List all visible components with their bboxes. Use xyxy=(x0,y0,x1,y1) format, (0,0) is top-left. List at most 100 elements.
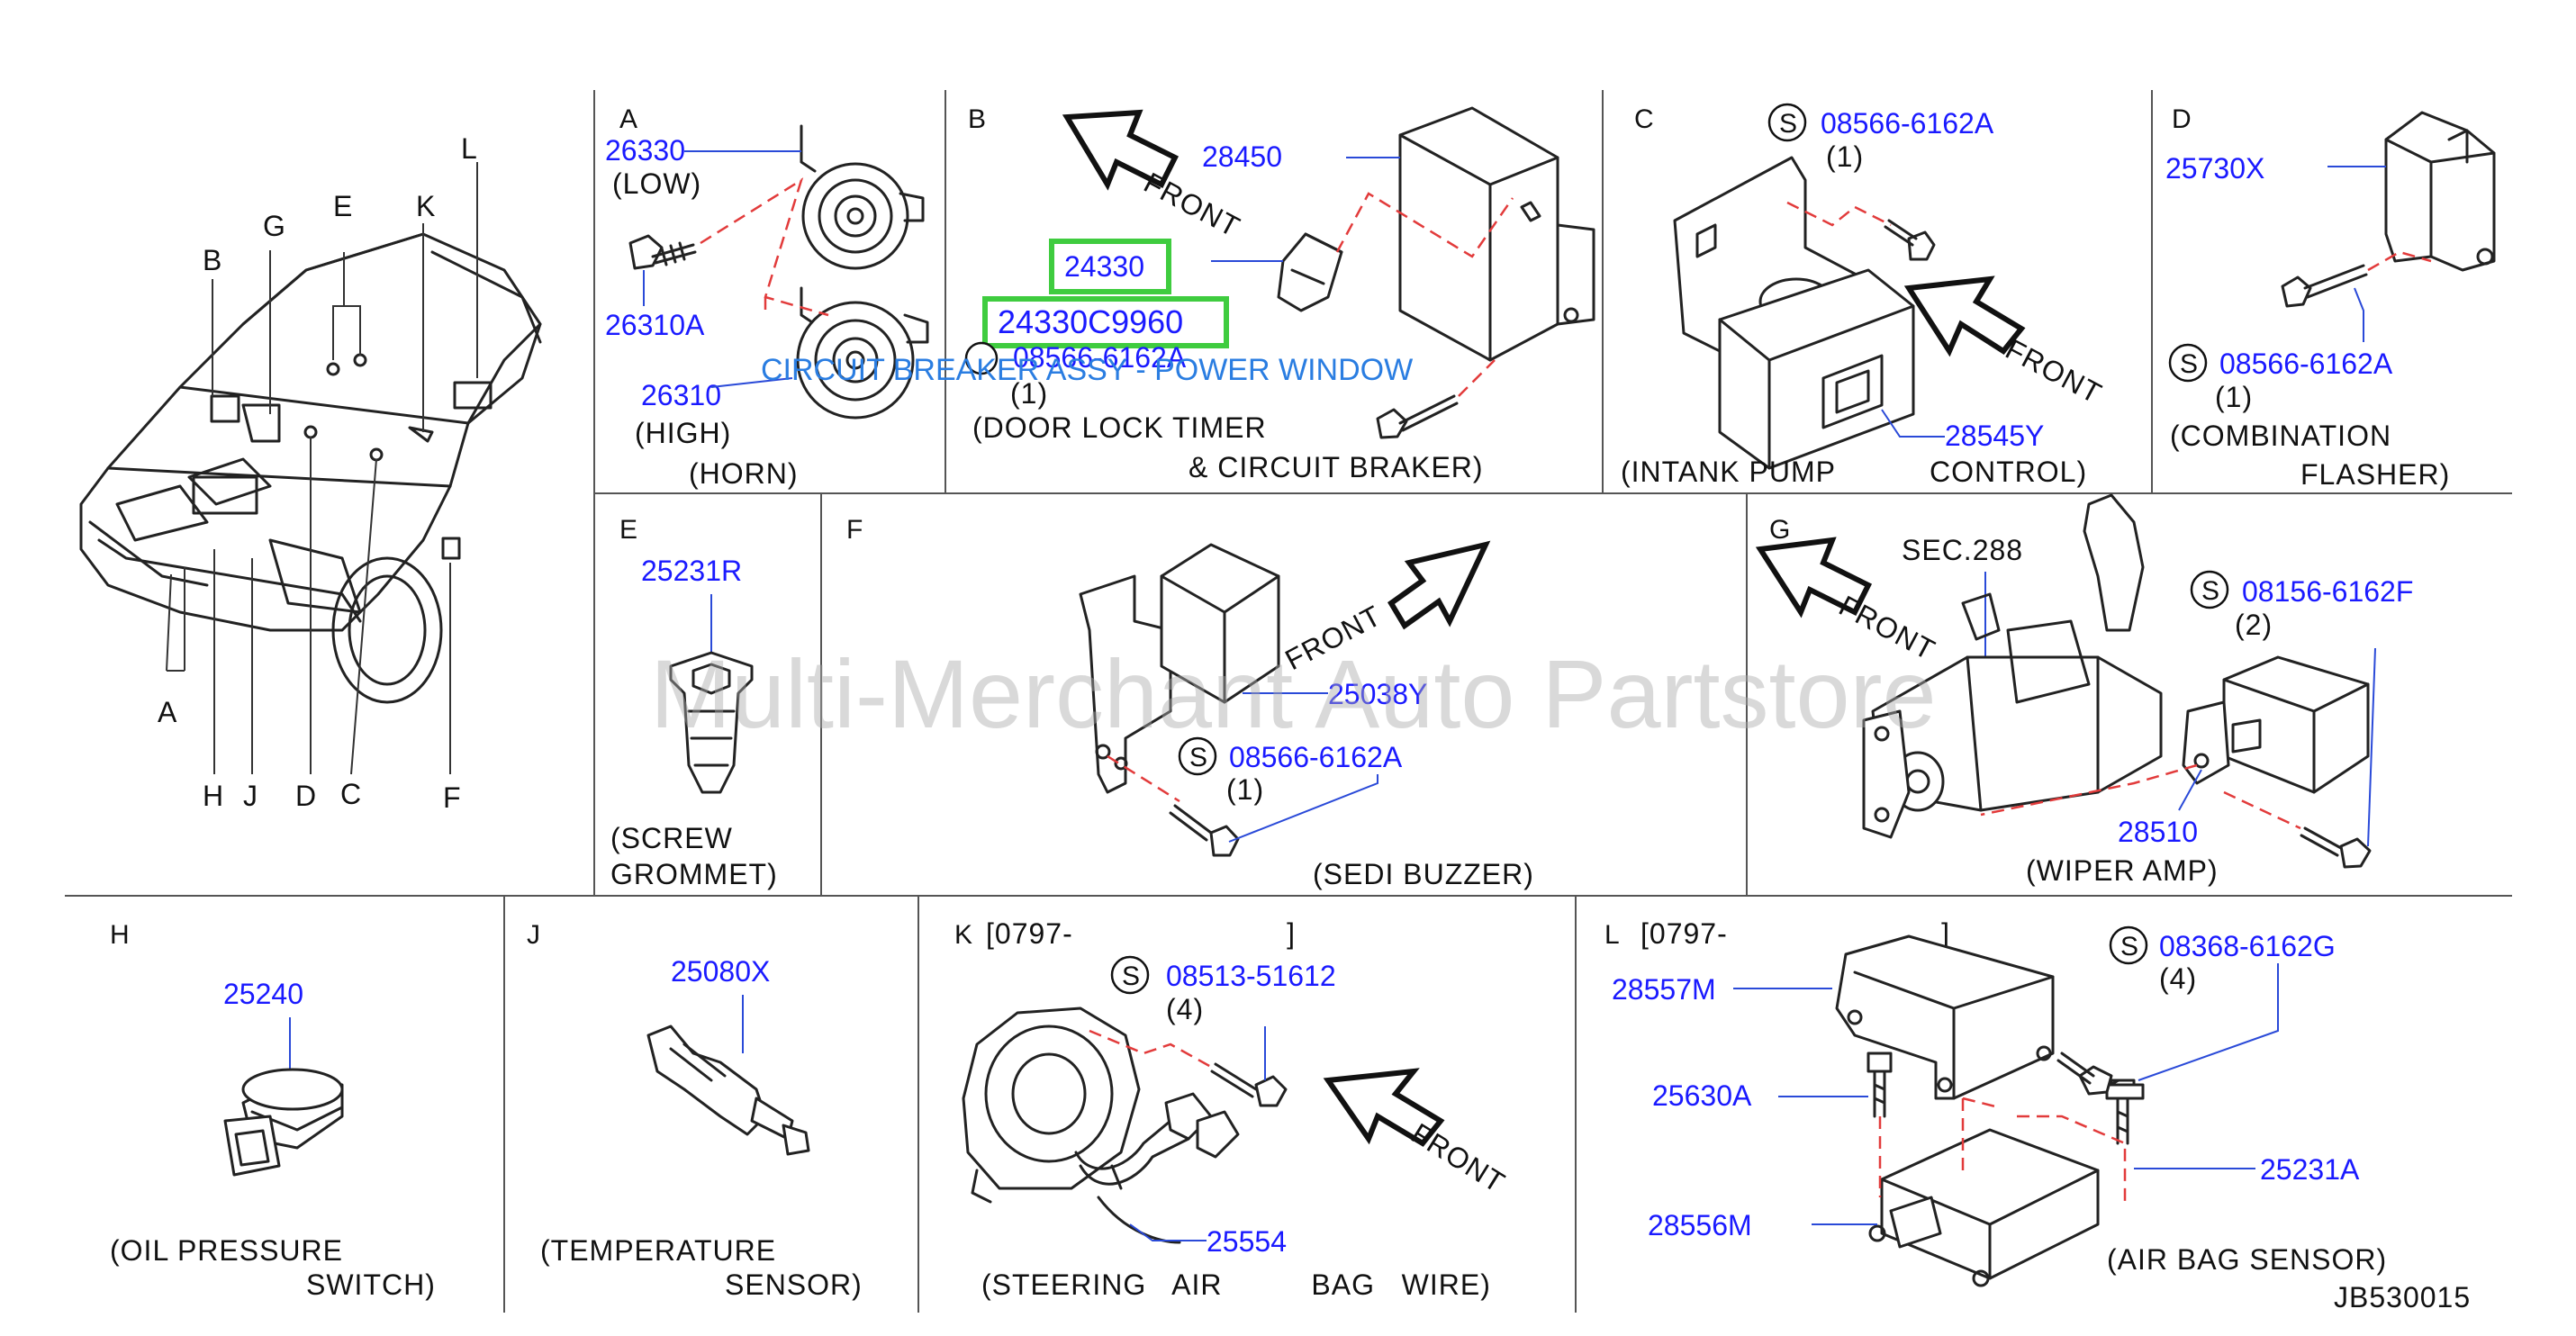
section-d-caption-2: FLASHER) xyxy=(2300,458,2450,491)
part-25231a[interactable]: 25231A xyxy=(2260,1153,2360,1186)
part-26310a[interactable]: 26310A xyxy=(605,309,705,341)
part-28556m[interactable]: 28556M xyxy=(1648,1209,1752,1241)
section-d-caption-1: (COMBINATION xyxy=(2170,420,2391,452)
s-symbol-d xyxy=(2168,343,2208,383)
front-arrow-b xyxy=(1062,109,1180,191)
part-25630a[interactable]: 25630A xyxy=(1652,1079,1752,1112)
section-d-combination-flasher: D 25730X S 08566-6162A (1) (COMBINATION … xyxy=(2165,104,2496,491)
section-e-caption-1: (SCREW xyxy=(610,822,733,854)
section-e-letter: E xyxy=(619,515,637,545)
front-label-k: FRONT xyxy=(1406,1116,1511,1199)
section-l-airbag-sensor: L [0797- ] 28557M S 08368-6162G xyxy=(1604,917,2471,1313)
part-26310[interactable]: 26310 xyxy=(641,379,721,411)
vehicle-overview xyxy=(79,162,542,775)
qty-c: (1) xyxy=(1826,140,1864,173)
buzzer-body xyxy=(1160,543,1280,704)
overview-letter-a: A xyxy=(158,696,177,728)
qty-d: (1) xyxy=(2215,381,2253,413)
section-k-letter: K xyxy=(954,920,972,950)
overview-letter-j: J xyxy=(243,780,258,812)
part-25038y[interactable]: 25038Y xyxy=(1328,678,1427,710)
part-24330[interactable]: 24330 xyxy=(1064,250,1144,283)
s-symbol-f-text: S xyxy=(1189,743,1207,772)
overview-letter-k: K xyxy=(416,190,436,222)
front-arrow-k xyxy=(1323,1068,1445,1147)
section-d-letter: D xyxy=(2172,104,2192,134)
front-arrow-f xyxy=(1387,540,1491,630)
part-25730x[interactable]: 25730X xyxy=(2165,152,2264,185)
part-28557m[interactable]: 28557M xyxy=(1612,973,1716,1006)
overview-letter-e: E xyxy=(333,190,353,222)
part-28450[interactable]: 28450 xyxy=(1202,140,1282,173)
section-f-sedi-buzzer: F 25038Y S 08566-6162A (1) FRONT (SEDI B… xyxy=(846,515,1533,890)
s-symbol-c-text: S xyxy=(1779,109,1797,139)
bolt-08566-6162a-f[interactable]: 08566-6162A xyxy=(1229,741,1403,773)
section-f-letter: F xyxy=(846,515,863,545)
section-g-caption: (WIPER AMP) xyxy=(2026,854,2219,887)
overview-letter-b: B xyxy=(203,244,222,276)
s-symbol-d-text: S xyxy=(2180,349,2198,379)
qty-g: (2) xyxy=(2235,609,2273,641)
bolt-08156-6162f[interactable]: 08156-6162F xyxy=(2242,575,2413,608)
section-b-door-lock-timer: B FRONT 28450 24330 24330C9960 08566-616… xyxy=(964,104,1595,483)
bolt-08566-6162a-d[interactable]: 08566-6162A xyxy=(2219,348,2393,380)
circuit-breaker-shape xyxy=(1277,232,1343,312)
section-k-caption: (STEERING AIR BAG WIRE) xyxy=(981,1268,1491,1301)
buzzer-bracket xyxy=(1079,574,1172,794)
section-g-letter: G xyxy=(1769,515,1790,545)
note-low: (LOW) xyxy=(612,167,701,200)
section-k-steering-airbag-wire: K [0797- ] S 08513-51612 (4) 25554 FRONT… xyxy=(954,917,1511,1301)
front-label-b: FRONT xyxy=(1139,166,1246,243)
part-28545y[interactable]: 28545Y xyxy=(1945,420,2044,452)
part-25080x[interactable]: 25080X xyxy=(671,955,770,988)
part-25554[interactable]: 25554 xyxy=(1207,1225,1287,1258)
overview-letter-d: D xyxy=(295,780,317,812)
s-symbol-g-text: S xyxy=(2201,576,2219,606)
bolt-08566-6162a-b[interactable]: 08566-6162A xyxy=(1013,341,1187,374)
flasher-shape xyxy=(2384,111,2496,272)
bolt-08368-6162g[interactable]: 08368-6162G xyxy=(2159,930,2336,962)
section-h-letter: H xyxy=(110,920,130,950)
s-symbol-l xyxy=(2109,925,2148,965)
part-25240[interactable]: 25240 xyxy=(223,978,303,1010)
section-j-temperature-sensor: J 25080X (TEMPERATURE SENSOR) xyxy=(527,920,863,1301)
qty-k: (4) xyxy=(1166,993,1204,1025)
s-symbol-l-text: S xyxy=(2120,932,2138,961)
watermark: Multi-Merchant Auto Partstore xyxy=(650,639,1937,748)
s-symbol-k-text: S xyxy=(1122,961,1140,991)
overview-letter-g: G xyxy=(263,210,286,242)
section-h-caption-1: (OIL PRESSURE xyxy=(110,1234,343,1267)
section-b-caption-1: (DOOR LOCK TIMER xyxy=(972,411,1267,444)
sec-288: SEC.288 xyxy=(1902,534,2023,566)
temp-sensor-body xyxy=(646,1025,767,1136)
part-26330[interactable]: 26330 xyxy=(605,134,685,167)
section-h-caption-2: SWITCH) xyxy=(306,1268,436,1301)
section-j-caption-1: (TEMPERATURE xyxy=(540,1234,776,1267)
part-24330c9960[interactable]: 24330C9960 xyxy=(998,303,1183,340)
bolt-08566-6162a-c[interactable]: 08566-6162A xyxy=(1821,107,1994,140)
section-l-letter: L xyxy=(1604,920,1620,950)
overview-letter-c: C xyxy=(340,778,362,810)
overview-letter-f: F xyxy=(443,781,462,814)
airbag-sensor-unit xyxy=(1880,1128,2100,1280)
part-28510[interactable]: 28510 xyxy=(2118,816,2198,848)
part-25231r[interactable]: 25231R xyxy=(641,555,742,587)
section-a-letter: A xyxy=(619,104,637,134)
section-l-caption: (AIR BAG SENSOR) xyxy=(2107,1243,2387,1276)
airbag-sensor-bracket xyxy=(1835,934,2055,1100)
section-j-caption-2: SENSOR) xyxy=(725,1268,863,1301)
bolt-08513-51612[interactable]: 08513-51612 xyxy=(1166,960,1336,992)
diagram-code: JB530015 xyxy=(2334,1281,2471,1313)
section-a-horn: A 26330 (LOW) 26310A 26310 (HIGH) (HORN) xyxy=(605,104,929,490)
note-high: (HIGH) xyxy=(635,417,731,449)
grommet-shape xyxy=(669,651,754,794)
s-symbol-k xyxy=(1110,955,1150,995)
section-b-letter: B xyxy=(968,104,986,134)
section-c-caption-1: (INTANK PUMP xyxy=(1621,456,1836,488)
section-k-date-range: [0797- ] xyxy=(986,917,1296,950)
overview-letter-h: H xyxy=(203,780,224,812)
front-label-c: FRONT xyxy=(2001,332,2108,410)
section-c-intank-pump: C S 08566-6162A (1) FRONT 28545Y (INTANK… xyxy=(1621,103,2108,488)
qty-l: (4) xyxy=(2159,962,2197,995)
